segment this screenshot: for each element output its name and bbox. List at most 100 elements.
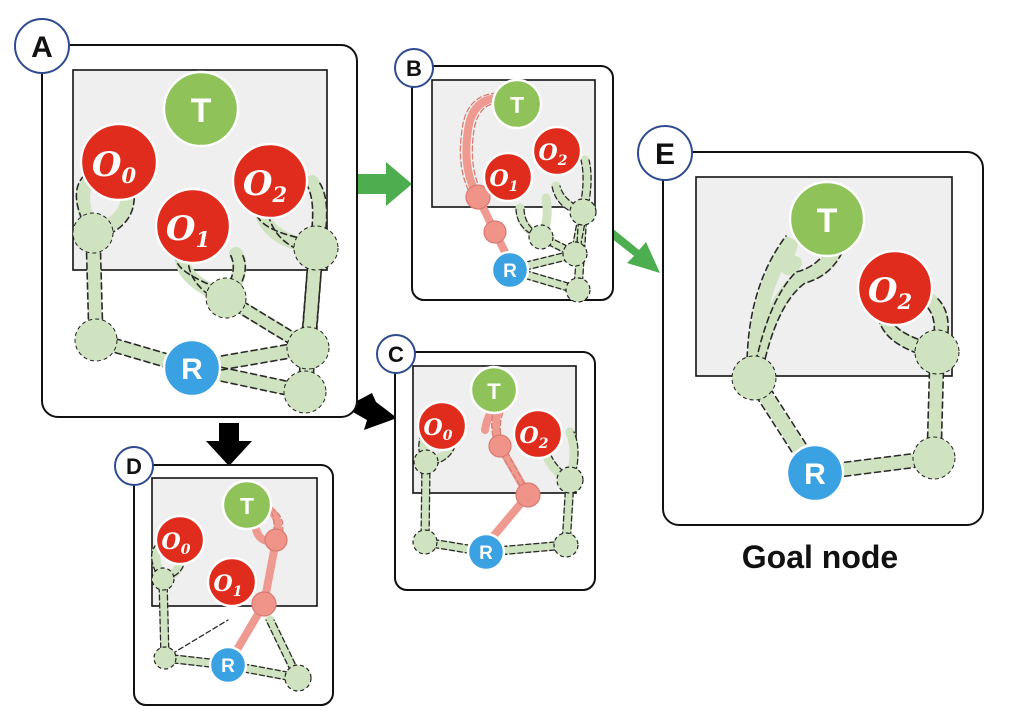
panel-a-target: T bbox=[162, 70, 240, 148]
robot-label: R bbox=[221, 656, 235, 677]
graph-node bbox=[556, 466, 584, 494]
panel-c-obstacle-0: O0 bbox=[416, 400, 468, 452]
path-node bbox=[515, 482, 541, 508]
panel-b-obstacle-1: O1 bbox=[482, 151, 534, 203]
graph-node bbox=[912, 436, 956, 480]
graph-node bbox=[553, 532, 579, 558]
path-node bbox=[465, 184, 491, 210]
svg-text:O2: O2 bbox=[539, 140, 568, 169]
robot-label: R bbox=[479, 543, 493, 564]
obstacle-0 bbox=[154, 514, 206, 566]
panel-c-badge: C bbox=[376, 334, 416, 374]
svg-text:O0: O0 bbox=[92, 145, 137, 188]
obstacle-2 bbox=[531, 125, 583, 177]
obstacle-0-label: O bbox=[162, 529, 181, 555]
panel-d-robot: R bbox=[208, 645, 248, 685]
panel-c-obstacle-2: O2 bbox=[512, 408, 564, 460]
panel-d-obstacle-0: O0 bbox=[154, 514, 206, 566]
target-label: T bbox=[240, 493, 254, 519]
panel-a-obstacle-2: O2 bbox=[231, 142, 309, 220]
graph-node bbox=[412, 529, 438, 555]
svg-text:O1: O1 bbox=[214, 571, 243, 600]
svg-text:O2: O2 bbox=[243, 164, 287, 207]
svg-text:O2: O2 bbox=[520, 423, 549, 452]
svg-text:O1: O1 bbox=[166, 209, 210, 252]
robot-label: R bbox=[804, 458, 826, 491]
obstacle-1-subscript: 1 bbox=[509, 179, 519, 195]
target-label: T bbox=[510, 92, 524, 118]
graph-node bbox=[283, 370, 327, 414]
panel-a-badge-circle bbox=[14, 18, 70, 74]
obstacle-2-subscript: 2 bbox=[557, 153, 568, 169]
panel-c-badge-label: C bbox=[388, 342, 404, 367]
target-label: T bbox=[817, 202, 838, 240]
panel-d-badge: D bbox=[114, 446, 154, 486]
target-object bbox=[469, 365, 519, 415]
graph-node bbox=[284, 664, 312, 692]
arrow-a-to-b bbox=[357, 162, 412, 206]
arrow-a-to-c bbox=[351, 393, 397, 430]
path-node bbox=[264, 528, 288, 552]
graph-node bbox=[74, 318, 118, 362]
graph-node bbox=[293, 225, 339, 271]
obstacle-0 bbox=[416, 400, 468, 452]
graph-node bbox=[153, 646, 177, 670]
obstacle-1-label: O bbox=[166, 209, 196, 249]
graph-node bbox=[286, 326, 330, 370]
panel-e: T O2 R E Goal node bbox=[637, 125, 984, 575]
panel-d-graph-nodes bbox=[151, 528, 312, 692]
obstacle-1-label: O bbox=[490, 166, 509, 192]
robot bbox=[208, 645, 248, 685]
panel-b-badge-label: B bbox=[406, 56, 422, 81]
panel-b-target: T bbox=[491, 78, 543, 130]
svg-text:O0: O0 bbox=[424, 415, 453, 444]
obstacle-2-label: O bbox=[520, 423, 539, 449]
obstacle-0-subscript: 0 bbox=[443, 428, 453, 444]
panel-c-graph-nodes bbox=[412, 434, 584, 558]
goal-node-caption: Goal node bbox=[742, 539, 898, 575]
graph-node bbox=[413, 449, 439, 475]
panel-a-graph-nodes bbox=[72, 212, 339, 414]
graph-node bbox=[528, 224, 554, 250]
panel-d-target: T bbox=[221, 479, 273, 531]
obstacle-1-subscript: 1 bbox=[196, 227, 211, 252]
arrow-a-to-d bbox=[206, 423, 252, 466]
graph-node bbox=[569, 198, 597, 226]
svg-text:O0: O0 bbox=[162, 529, 191, 558]
robot-label: R bbox=[181, 353, 203, 386]
arrow-b-to-e bbox=[606, 228, 660, 273]
panel-e-badge-label: E bbox=[655, 138, 675, 171]
panel-a-obstacle-0: O0 bbox=[79, 122, 159, 202]
panel-d-badge-circle bbox=[114, 446, 154, 486]
panel-a-badge-label: A bbox=[31, 31, 53, 64]
panel-d-obstacle-1: O1 bbox=[206, 556, 258, 608]
obstacle-1 bbox=[206, 556, 258, 608]
obstacle-2-label: O bbox=[539, 140, 558, 166]
target-label: T bbox=[191, 92, 212, 130]
obstacle-2-subscript: 2 bbox=[538, 436, 549, 452]
graph-node bbox=[914, 329, 960, 375]
panel-b-robot: R bbox=[490, 250, 530, 290]
transition-arrows bbox=[206, 162, 660, 466]
obstacle-2-label: O bbox=[243, 164, 273, 204]
panel-a-obstacle-1: O1 bbox=[154, 187, 232, 265]
panel-a-robot: R bbox=[162, 338, 222, 398]
panel-a-badge: A bbox=[14, 18, 70, 74]
obstacle-0-label: O bbox=[424, 415, 443, 441]
obstacle-0 bbox=[79, 122, 159, 202]
panel-b-badge: B bbox=[394, 48, 434, 88]
panel-c-robot: R bbox=[466, 532, 506, 572]
target-object bbox=[162, 70, 240, 148]
panel-a: T O0 O1 O2 R A bbox=[14, 18, 358, 418]
graph-node bbox=[205, 277, 247, 319]
graph-node bbox=[565, 277, 591, 303]
robot bbox=[490, 250, 530, 290]
panel-b-obstacle-2: O2 bbox=[531, 125, 583, 177]
panel-c-badge-circle bbox=[376, 334, 416, 374]
obstacle-2-subscript: 2 bbox=[272, 182, 288, 207]
obstacle-1-subscript: 1 bbox=[233, 584, 243, 600]
robot-label: R bbox=[503, 261, 517, 282]
panel-c-target: T bbox=[469, 365, 519, 415]
